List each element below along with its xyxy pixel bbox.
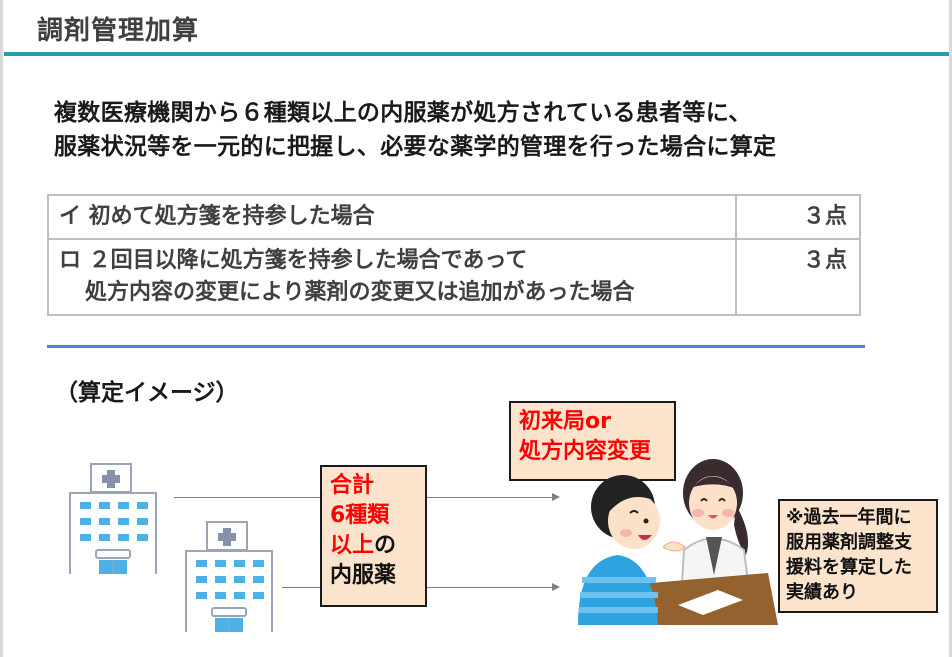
lead-line-1: 複数医療機関から６種類以上の内服薬が処方されている患者等に、 xyxy=(54,100,752,126)
fee-table: イ 初めて処方箋を持参した場合 ３点 ロ ２回目以降に処方箋を持参した場合であっ… xyxy=(47,194,861,316)
lead-line-2: 服薬状況等を一元的に把握し、必要な薬学的管理を行った場合に算定 xyxy=(54,134,777,160)
fee-points: ３点 xyxy=(735,238,861,316)
table-row: ロ ２回目以降に処方箋を持参した場合であって 処方内容の変更により薬剤の変更又は… xyxy=(47,238,861,316)
note-box: ※過去一年間に 服用薬剤調整支 援料を算定した 実績あり xyxy=(778,499,938,613)
total-line-4: 内服薬 xyxy=(330,563,397,588)
patient-pharmacist-illustration xyxy=(578,459,778,625)
arrow-head-icon xyxy=(552,493,560,501)
note-line-1: ※過去一年間に xyxy=(786,507,912,528)
condition-line-1: 初来局or xyxy=(519,409,611,434)
hospital-icon xyxy=(185,521,273,632)
image-section-label: （算定イメージ） xyxy=(55,380,239,406)
total-line-3-red: 以上 xyxy=(330,533,375,558)
total-medicines-box: 合計 6種類 以上の 内服薬 xyxy=(320,465,427,607)
note-line-3: 援料を算定した xyxy=(786,557,912,578)
arrow-head-icon xyxy=(552,583,560,591)
condition-line-2: 処方内容変更 xyxy=(519,439,652,464)
hospital-icon xyxy=(69,463,157,574)
table-row: イ 初めて処方箋を持参した場合 ３点 xyxy=(47,194,861,240)
total-line-3: 以上の xyxy=(330,531,417,561)
lead-text: 複数医療機関から６種類以上の内服薬が処方されている患者等に、 服薬状況等を一元的… xyxy=(54,96,894,164)
fee-item-text: ロ ２回目以降に処方箋を持参した場合であって xyxy=(59,248,528,273)
condition-box: 初来局or 処方内容変更 xyxy=(509,401,676,481)
note-line-4: 実績あり xyxy=(786,582,858,603)
section-divider xyxy=(47,345,865,348)
total-line-1: 合計 xyxy=(330,473,375,498)
total-line-3-black: の xyxy=(374,533,397,558)
fee-item-text-continued: 処方内容の変更により薬剤の変更又は追加があった場合 xyxy=(85,280,635,305)
page-title: 調剤管理加算 xyxy=(37,16,200,46)
fee-item: ロ ２回目以降に処方箋を持参した場合であって 処方内容の変更により薬剤の変更又は… xyxy=(47,238,737,316)
fee-item-text: イ 初めて処方箋を持参した場合 xyxy=(59,204,375,229)
total-line-2: 6種類 xyxy=(330,503,390,528)
title-divider xyxy=(4,52,949,56)
fee-points: ３点 xyxy=(735,194,861,240)
slide-frame-left xyxy=(0,0,3,657)
note-line-2: 服用薬剤調整支 xyxy=(786,532,912,553)
slide-frame-right xyxy=(949,0,952,657)
fee-item: イ 初めて処方箋を持参した場合 xyxy=(47,194,737,240)
